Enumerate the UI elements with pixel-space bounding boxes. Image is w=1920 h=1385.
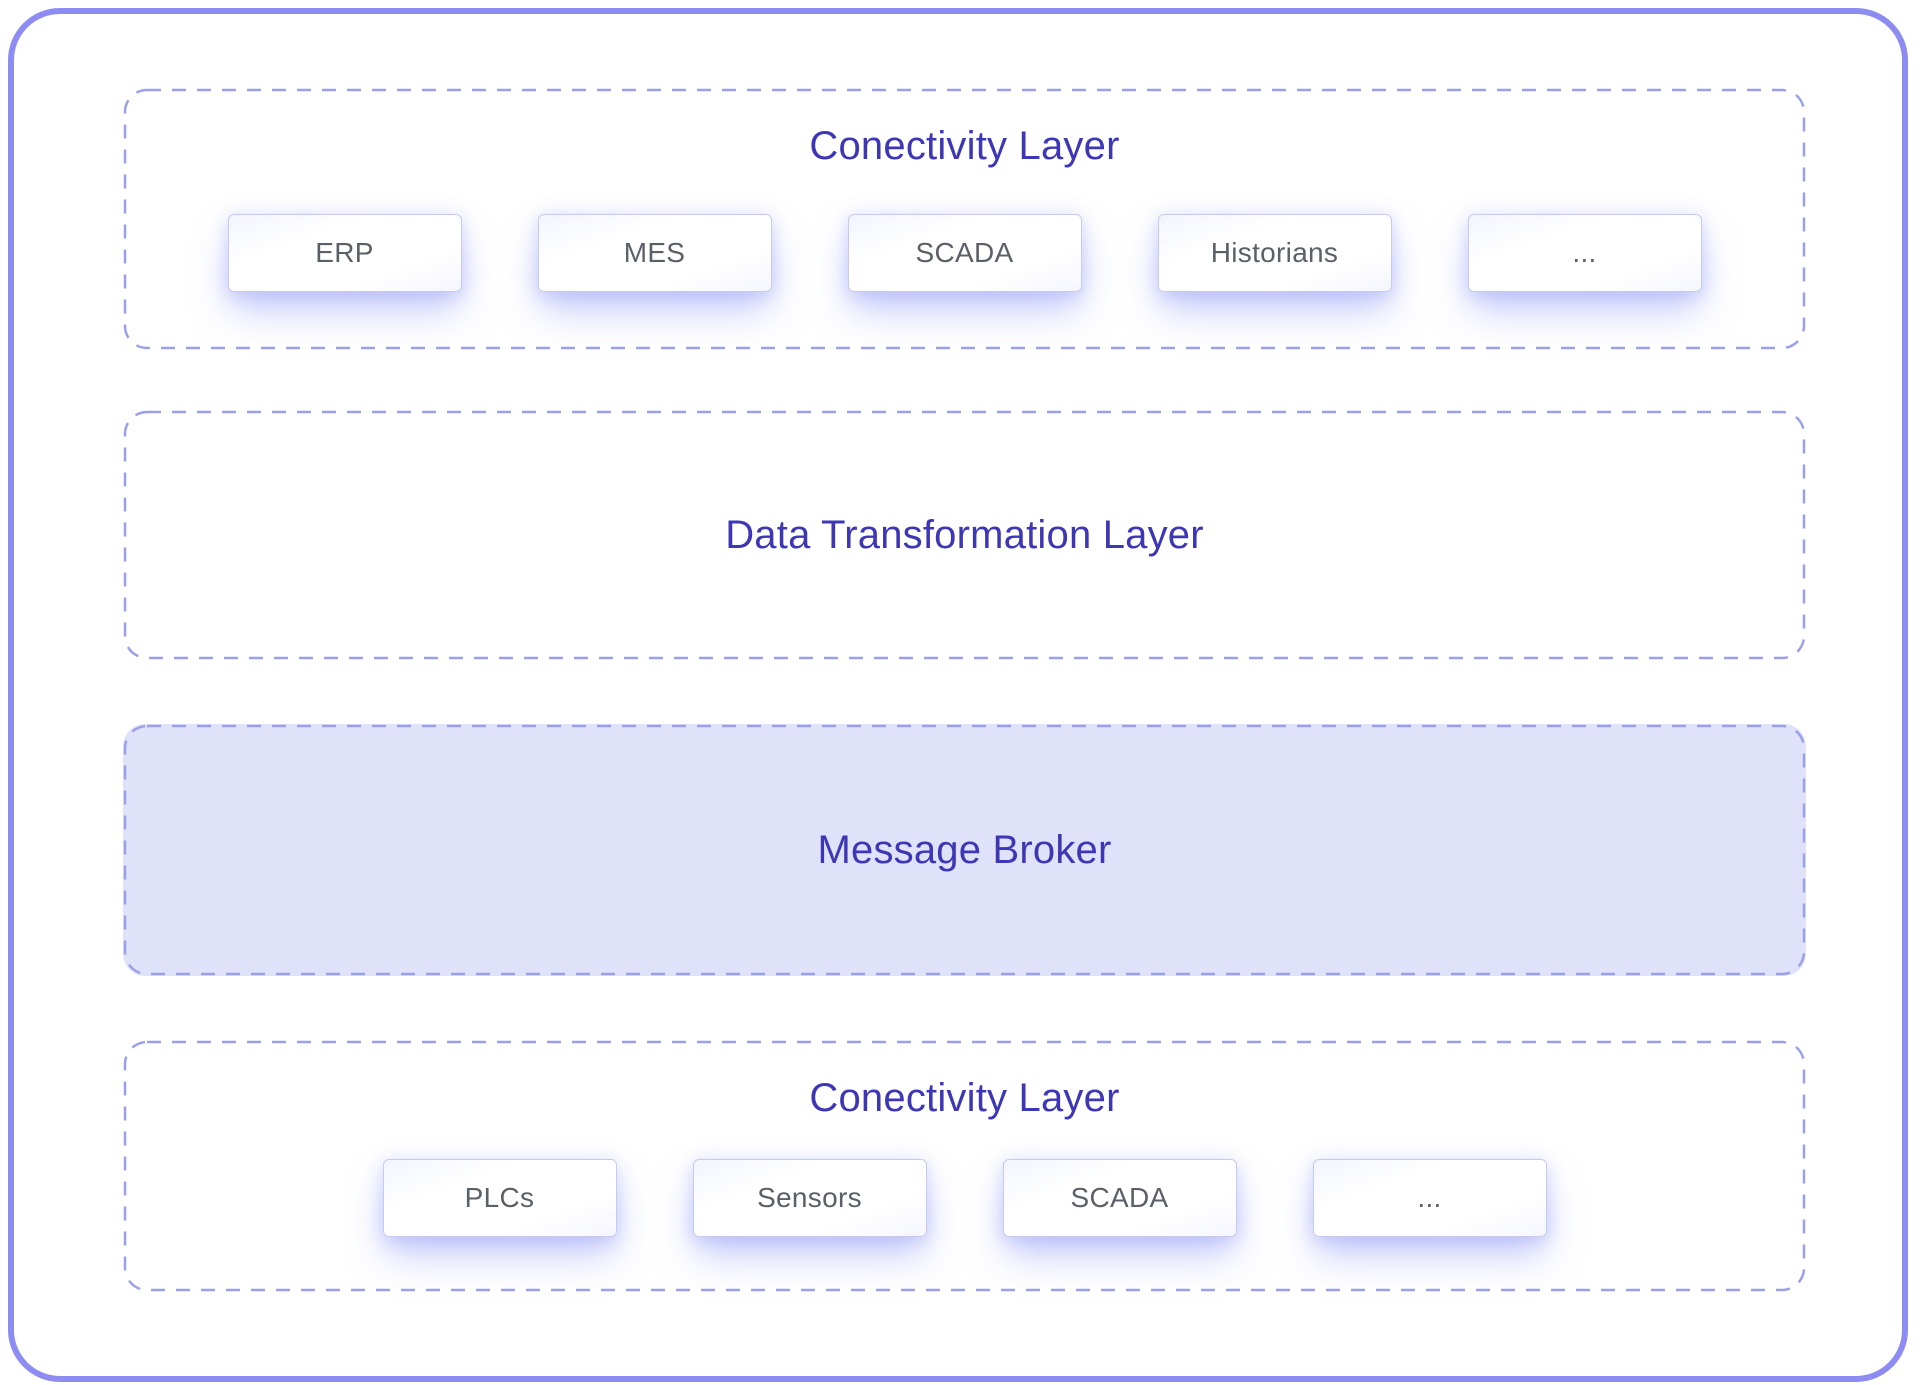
system-box-historians: Historians: [1157, 214, 1392, 292]
system-box-label: MES: [623, 237, 686, 268]
system-box-mes: MES: [537, 214, 772, 292]
system-box-label: ...: [1417, 1182, 1442, 1213]
layer-stack: Conectivity Layer ERP MES SCADA Historia…: [123, 88, 1806, 1292]
system-box-sensors: Sensors: [692, 1159, 927, 1237]
layer-title: Conectivity Layer: [809, 1076, 1120, 1120]
system-box-more: ...: [1467, 214, 1702, 292]
system-box-label: PLCs: [464, 1182, 535, 1213]
system-box-erp: ERP: [227, 214, 462, 292]
diagram-card: Conectivity Layer ERP MES SCADA Historia…: [8, 8, 1908, 1382]
layer-title: Data Transformation Layer: [725, 513, 1204, 557]
system-box-row: ERP MES SCADA Historians ...: [123, 214, 1806, 292]
system-box-scada: SCADA: [1002, 1159, 1237, 1237]
system-box-label: ...: [1572, 237, 1597, 268]
layer-title: Conectivity Layer: [809, 124, 1120, 168]
layer-connectivity-bottom: Conectivity Layer PLCs Sensors SCADA ...: [123, 1040, 1806, 1292]
layer-message-broker: Message Broker: [123, 724, 1806, 976]
system-box-label: SCADA: [915, 237, 1014, 268]
system-box-row: PLCs Sensors SCADA ...: [123, 1159, 1806, 1237]
layer-connectivity-top: Conectivity Layer ERP MES SCADA Historia…: [123, 88, 1806, 350]
system-box-label: Historians: [1210, 237, 1339, 268]
system-box-label: SCADA: [1070, 1182, 1169, 1213]
layer-title: Message Broker: [817, 828, 1112, 872]
system-box-label: Sensors: [757, 1182, 862, 1213]
system-box-scada: SCADA: [847, 214, 1082, 292]
system-box-plcs: PLCs: [382, 1159, 617, 1237]
layer-data-transformation: Data Transformation Layer: [123, 410, 1806, 660]
system-box-label: ERP: [315, 237, 374, 268]
system-box-more: ...: [1312, 1159, 1547, 1237]
